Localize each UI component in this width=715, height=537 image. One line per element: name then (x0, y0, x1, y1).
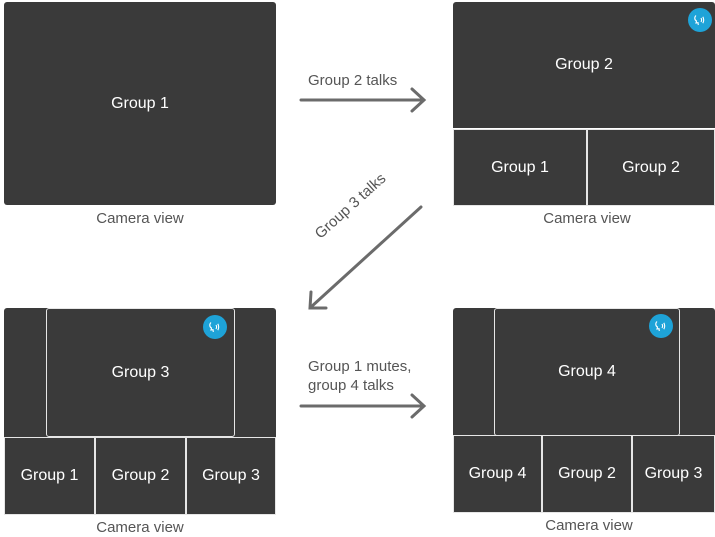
camera-view-1: Group 1 (4, 2, 276, 205)
speaking-head-icon (649, 314, 673, 338)
group-tile: Group 3 (186, 437, 276, 515)
arrow-right-icon (299, 393, 427, 419)
camera-view-2: Group 2 Group 1 Group 2 (453, 2, 715, 206)
tile-label: Group 2 (622, 158, 680, 176)
camera-view-4: Group 4 Group 4 Group 2 Group 3 (453, 308, 715, 513)
tile-label: Group 2 (111, 467, 170, 484)
transition-label: Group 1 mutes, group 4 talks (308, 358, 412, 394)
group-tile: Group 2 (587, 129, 715, 206)
transition-label: Group 2 talks (308, 72, 398, 89)
main-group-label: Group 1 (111, 94, 169, 112)
group-tile: Group 1 (453, 129, 587, 206)
tile-label: Group 1 (491, 158, 549, 176)
main-group-label: Group 3 (111, 363, 170, 381)
camera-view-caption: Camera view (543, 210, 631, 227)
camera-view-caption: Camera view (545, 517, 633, 534)
main-speaker-panel: Group 2 (453, 2, 715, 128)
tile-label: Group 3 (644, 465, 703, 482)
tile-label: Group 3 (202, 467, 260, 484)
speaking-head-icon (203, 315, 227, 339)
group-tile: Group 4 (453, 435, 542, 513)
speaking-head-icon (688, 8, 712, 32)
group-tile: Group 2 (95, 437, 186, 515)
main-group-label: Group 4 (558, 363, 616, 380)
tile-label: Group 2 (558, 465, 616, 482)
group-tile: Group 3 (632, 435, 715, 513)
arrow-right-icon (299, 87, 427, 113)
camera-view-3: Group 3 Group 1 Group 2 Group 3 (4, 308, 276, 515)
arrow-down-left-icon (308, 205, 423, 310)
tile-label: Group 4 (468, 465, 527, 482)
main-group-label: Group 2 (555, 56, 613, 73)
tile-label: Group 1 (20, 467, 79, 484)
camera-view-caption: Camera view (96, 210, 184, 227)
camera-view-caption: Camera view (96, 519, 184, 536)
group-tile: Group 1 (4, 437, 95, 515)
group-tile: Group 2 (542, 435, 632, 513)
